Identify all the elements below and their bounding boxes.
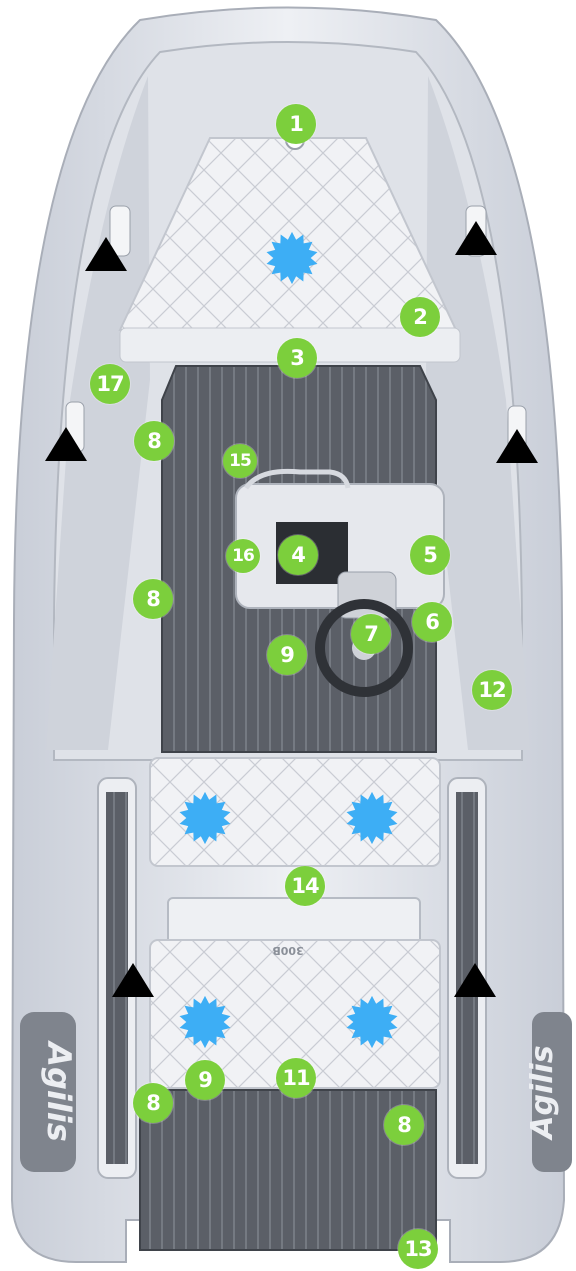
marker-16[interactable]: 16 — [226, 539, 260, 573]
cushion-burst-icon — [177, 790, 233, 846]
marker-15[interactable]: 15 — [223, 444, 257, 478]
marker-17[interactable]: 17 — [90, 364, 130, 404]
seat-logo: 300B — [272, 944, 303, 957]
marker-2[interactable]: 2 — [400, 297, 440, 337]
marker-6[interactable]: 6 — [412, 602, 452, 642]
warning-triangle-icon — [454, 963, 496, 997]
marker-8-port-mid[interactable]: 8 — [133, 579, 173, 619]
brand-right: Agilis — [525, 1045, 560, 1140]
marker-8-port-fwd[interactable]: 8 — [134, 421, 174, 461]
marker-12[interactable]: 12 — [472, 670, 512, 710]
marker-14[interactable]: 14 — [285, 866, 325, 906]
marker-11[interactable]: 11 — [276, 1058, 316, 1098]
marker-9-deck[interactable]: 9 — [267, 635, 307, 675]
warning-triangle-icon — [112, 963, 154, 997]
marker-5[interactable]: 5 — [410, 535, 450, 575]
cushion-burst-icon — [177, 994, 233, 1050]
warning-triangle-icon — [85, 237, 127, 271]
cushion-burst-icon — [264, 230, 320, 286]
marker-3[interactable]: 3 — [277, 338, 317, 378]
cushion-burst-icon — [344, 790, 400, 846]
marker-1[interactable]: 1 — [276, 104, 316, 144]
marker-4[interactable]: 4 — [278, 535, 318, 575]
marker-9-stern[interactable]: 9 — [185, 1060, 225, 1100]
warning-triangle-icon — [496, 429, 538, 463]
brand-left: Agilis — [40, 1039, 78, 1142]
warning-triangle-icon — [455, 221, 497, 255]
seat-backrest — [168, 898, 420, 944]
marker-8-port-aft[interactable]: 8 — [133, 1083, 173, 1123]
cushion-burst-icon — [344, 994, 400, 1050]
marker-8-stbd-aft[interactable]: 8 — [384, 1105, 424, 1145]
marker-7[interactable]: 7 — [351, 614, 391, 654]
marker-13[interactable]: 13 — [398, 1229, 438, 1269]
warning-triangle-icon — [45, 427, 87, 461]
